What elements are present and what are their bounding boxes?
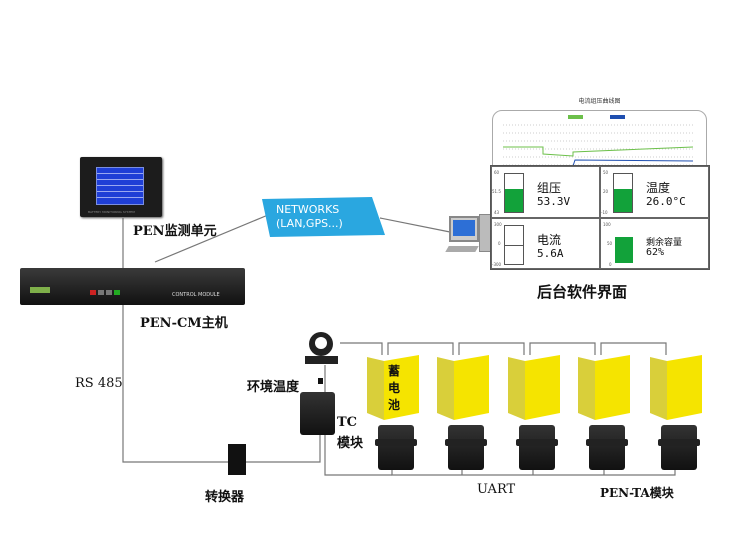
uart-label: UART [477, 482, 516, 497]
temperature-gauge [613, 173, 633, 213]
capacity-name: 剩余容量 [646, 237, 683, 248]
tc-label-line2: 模块 [337, 436, 364, 451]
battery-3 [508, 353, 560, 420]
voltage-value: 53.3V [537, 195, 571, 208]
chart-title: 电流组压曲线图 [578, 98, 621, 105]
tile-capacity: 100 50 0 剩余容量 62% [600, 217, 709, 269]
tile-voltage: 60 51.5 43 组压 53.3V [491, 166, 600, 218]
ta-module-label: PEN-TA模块 [600, 486, 674, 500]
ta-module-1 [375, 425, 417, 470]
tc-label-line1: TC [337, 415, 358, 430]
rs485-label: RS 485 [75, 376, 123, 391]
ta-module-2 [445, 425, 487, 470]
battery-label: 蓄电池 [388, 364, 401, 412]
ambient-temp-label: 环境温度 [247, 380, 300, 395]
ta-module-4 [586, 425, 628, 470]
current-name: 电流 [537, 232, 562, 247]
main-unit-label: PEN-CM主机 [140, 316, 228, 331]
temperature-probe-icon [318, 378, 323, 384]
software-panel: 电流组压曲线图 60 51.5 43 组压 53.3V [487, 98, 712, 270]
converter-to-tc-line [246, 435, 321, 463]
network-line1: NETWORKS [276, 203, 340, 216]
gauge-tiles: 60 51.5 43 组压 53.3V 50 20 -10 温度 26.0°C … [490, 165, 710, 270]
tile-temperature: 50 20 -10 温度 26.0°C [600, 166, 709, 218]
uart-bus [391, 470, 676, 476]
converter-device [228, 444, 246, 475]
voltage-gauge [504, 173, 524, 213]
network-line-left [154, 214, 269, 263]
current-gauge [504, 224, 524, 265]
ta-module-3 [516, 425, 558, 470]
current-sensor-icon [303, 330, 340, 365]
rs485-line [122, 305, 230, 463]
temperature-name: 温度 [646, 181, 671, 195]
battery-1 [367, 353, 419, 420]
capacity-gauge [615, 236, 633, 263]
capacity-value: 62% [646, 246, 665, 258]
monitor-unit-label: PEN监测单元 [133, 224, 217, 239]
control-module-device: CONTROL MODULE [20, 268, 245, 305]
battery-chain [340, 342, 667, 355]
tc-module-device [300, 392, 335, 435]
software-label: 后台软件界面 [537, 283, 628, 301]
network-callout: NETWORKS(LAN,GPS...) [262, 197, 385, 237]
monitor-unit-device: BATTERY MONITORING SYSTEM [80, 157, 162, 217]
converter-label: 转换器 [205, 490, 245, 505]
battery-5 [650, 353, 702, 420]
current-value: 5.6A [537, 246, 564, 260]
battery-2 [437, 353, 489, 420]
network-line-right [379, 217, 451, 233]
tile-current: 300 0 -300 电流 5.6A [491, 217, 600, 269]
temperature-value: 26.0°C [646, 195, 686, 208]
rack-caption: CONTROL MODULE [172, 292, 220, 298]
voltage-name: 组压 [537, 181, 562, 195]
ta-module-5 [658, 425, 700, 470]
computer-icon [445, 212, 491, 256]
network-line2: (LAN,GPS...) [276, 217, 343, 230]
battery-4 [578, 353, 630, 420]
